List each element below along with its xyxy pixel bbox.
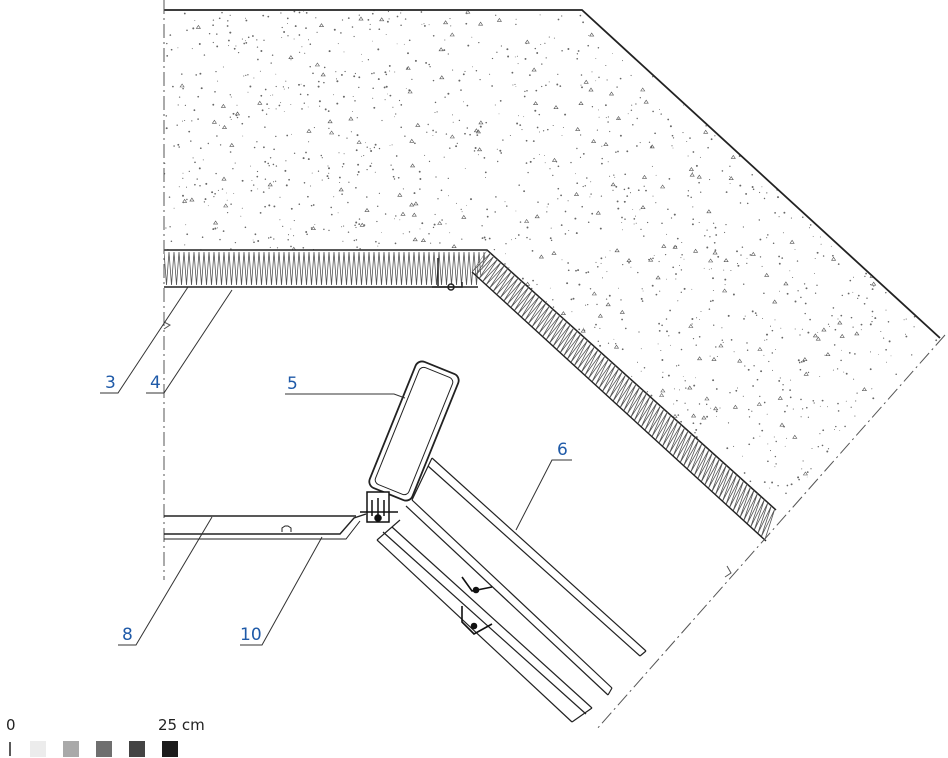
callout-labels: 3 4 5 6 8 10	[105, 373, 568, 645]
scale-swatch	[96, 741, 112, 757]
scale-swatch	[63, 741, 79, 757]
callout-4: 4	[150, 373, 161, 393]
scale-start-label: 0	[6, 716, 16, 734]
insulation-layer	[164, 250, 776, 542]
scale-swatches	[30, 741, 178, 757]
break-mark-diagonal	[724, 565, 732, 578]
callout-3: 3	[105, 373, 116, 393]
steel-post	[368, 360, 460, 502]
glazing-fixing-bracket	[360, 491, 398, 523]
scale-swatch	[162, 741, 178, 757]
diagonal-glazing-panels	[376, 457, 647, 723]
panel-clips	[461, 576, 493, 635]
wall-anchor-bracket	[432, 258, 463, 291]
leader-lines	[100, 286, 572, 646]
callout-10: 10	[240, 625, 262, 645]
callout-6: 6	[557, 440, 568, 460]
horizontal-panel	[164, 513, 367, 540]
scale-swatch	[30, 741, 46, 757]
callout-5: 5	[287, 374, 298, 394]
break-mark-vertical	[163, 321, 171, 330]
scale-bar: 0 25 cm	[6, 716, 205, 757]
callout-8: 8	[122, 625, 133, 645]
scale-end-label: 25 cm	[158, 716, 205, 734]
concrete-wall	[164, 9, 941, 511]
scale-swatch	[129, 741, 145, 757]
axis-lines	[163, 0, 946, 731]
